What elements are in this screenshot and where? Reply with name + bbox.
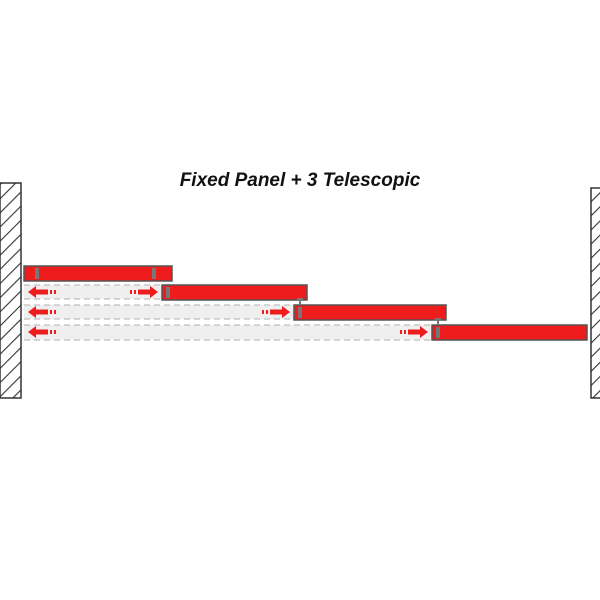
roller-icon bbox=[166, 287, 170, 298]
double-arrow-icon bbox=[28, 326, 428, 338]
wall-hatch-right-icon bbox=[590, 187, 600, 399]
telescopic-panel-2 bbox=[293, 298, 447, 321]
roller-icon bbox=[35, 268, 39, 279]
wall-right bbox=[590, 187, 600, 399]
wall-left bbox=[0, 182, 22, 399]
roller-icon bbox=[436, 327, 440, 338]
double-arrow-icon bbox=[28, 306, 290, 318]
track-row-1 bbox=[24, 284, 162, 300]
roller-icon bbox=[298, 307, 302, 318]
diagram-title: Fixed Panel + 3 Telescopic bbox=[179, 170, 421, 191]
track-row-3 bbox=[24, 324, 432, 341]
fixed-panel bbox=[23, 265, 173, 282]
telescopic-panel-3 bbox=[431, 318, 588, 341]
telescopic-panel-1 bbox=[161, 284, 308, 301]
wall-hatch-left-icon bbox=[0, 182, 22, 399]
double-arrow-icon bbox=[28, 286, 158, 298]
roller-icon bbox=[152, 268, 156, 279]
track-row-2 bbox=[24, 304, 294, 320]
